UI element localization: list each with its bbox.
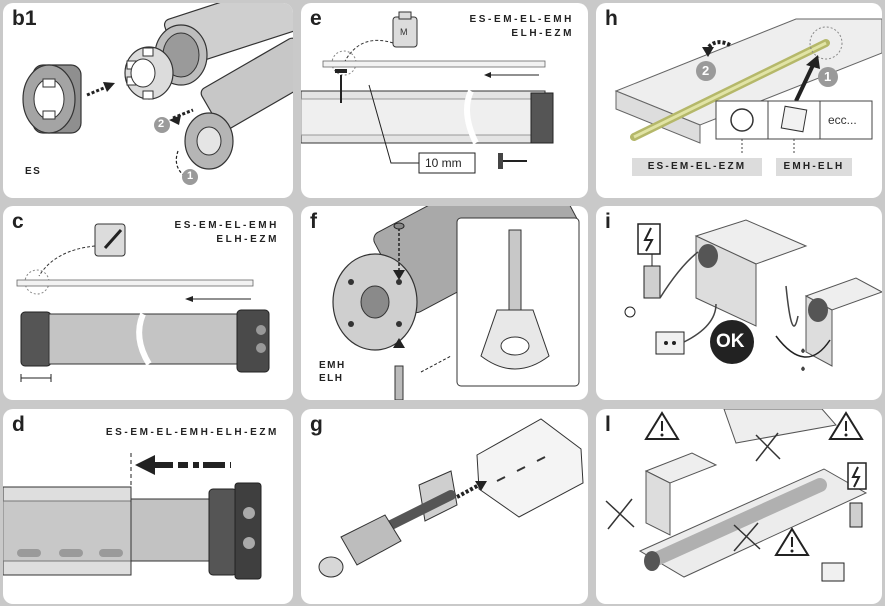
model-labels: EMH ELH [319,359,346,385]
panel-label: b1 [12,7,37,30]
junction-box-icon [624,254,661,318]
roller-boxes [638,409,868,578]
tape-measure [16,279,254,302]
etc-label: ecc... [828,113,857,127]
correct-wiring-illustration [624,219,882,371]
panel-label: f [310,210,317,233]
warning-triangle-icon [774,527,810,556]
step-1-badge [818,67,838,87]
screw-icon [335,69,527,169]
step-1-badge [182,169,198,185]
adapter-tag-right: EMH-ELH [776,158,852,176]
tube-insertion-illustration [3,453,262,580]
clipboard-pencil-icon [38,223,126,277]
ok-badge [710,320,754,364]
panel-c: c ES-EM-EL-EMH ELH-EZM [3,206,293,400]
panel-label: l [605,413,611,436]
second-motor-drawing [169,37,293,182]
power-socket-icon [655,331,685,355]
panel-f: f EMH ELH [301,206,588,400]
measure-value: 10 mm [425,156,462,170]
cross-out-mark [605,432,781,552]
model-codes-line-1: ES-EM-EL-EMH [174,220,279,231]
panel-e: e ES-EM-EL-EMH ELH-EZM M [301,3,588,198]
motor-tube-drawing [630,39,830,141]
panel-label: e [310,7,322,30]
adapter-options-table [715,100,873,155]
step-2-number: 2 [158,118,165,130]
roller-boxes [694,219,882,367]
panel-label: g [310,413,323,436]
electric-hazard-icon [847,462,867,528]
motor-adapter-illustration [22,3,293,185]
panel-label: d [12,413,25,436]
step-1-number: 1 [187,170,194,182]
panel-b1: b1 [3,3,293,198]
model-codes-line-1: ES-EM-EL-EMH [469,14,574,25]
adapter-shaft-drawing [318,470,458,578]
marker-letter: M [400,27,408,37]
model-codes: ES-EM-EL-EMH-ELH-EZM [105,427,279,438]
panel-label: c [12,210,24,233]
model-codes: ES-EM-EL-EMH ELH-EZM [174,219,279,247]
tape-measure [322,60,546,78]
adapter-tag-left: ES-EM-EL-EZM [632,158,762,176]
push-arrow [86,82,115,97]
octagonal-tube-drawing [476,418,584,518]
warning-triangle-icon [828,411,864,440]
model-label: ES [25,166,42,177]
dimension-lines [20,374,52,382]
model-codes: ES-EM-EL-EMH ELH-EZM [469,13,574,41]
insert-arrow [456,481,487,499]
panel-l: l [596,409,882,604]
measure-illustration [301,11,554,174]
step-2-badge [154,117,170,133]
bracket-fixing-illustration [332,206,580,400]
model-label-2: ELH [319,373,344,384]
marker-pen-icon [344,11,418,62]
tube-cross-section [301,89,554,145]
installation-illustration [614,18,882,155]
motor-tube-drawing [130,482,262,580]
drip-icon [801,348,805,371]
incorrect-wiring-illustration [605,409,868,582]
electric-hazard-icon [637,223,661,255]
ok-label: OK [716,331,745,352]
panel-label: h [605,7,618,30]
adapter-assembly-illustration [318,418,584,578]
motor-tube-drawing [124,3,293,100]
tube-cross-section [3,486,132,576]
tube-marking-illustration [16,223,270,382]
drive-wheel-drawing [22,64,82,134]
panel-h: h 1 2 ecc... ES- [596,3,882,198]
step-1-number: 1 [824,69,832,84]
model-codes-line-2: ELH-EZM [511,28,574,39]
detail-inset [456,217,580,387]
step-1-arrow [794,55,820,102]
panel-i: i [596,206,882,400]
warning-triangle-icon [644,411,680,440]
step-2-arrow [702,40,731,57]
panel-d: d ES-EM-EL-EMH-ELH-EZM [3,409,293,604]
step-2-number: 2 [702,63,710,78]
step-2-badge [696,61,716,81]
panel-label: i [605,210,611,233]
panel-g: g [301,409,588,604]
model-label-1: EMH [319,360,346,371]
power-socket-icon [821,562,845,582]
cable-path [659,251,831,358]
screw-icon [393,222,452,400]
motor-tube-drawing [20,309,270,373]
model-codes-line-2: ELH-EZM [216,234,279,245]
